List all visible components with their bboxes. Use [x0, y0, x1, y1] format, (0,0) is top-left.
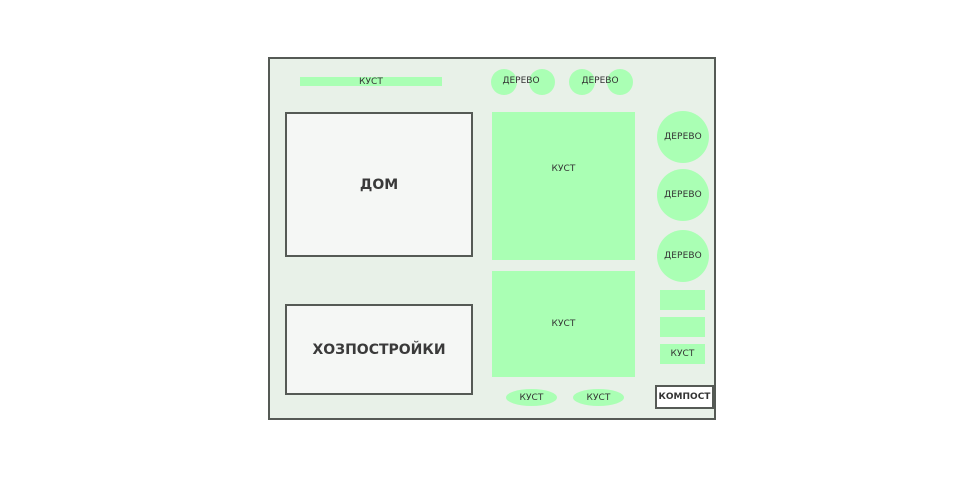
bottom-shrub-1: КУСТ — [506, 389, 557, 406]
side-tree-1: ДЕРЕВО — [657, 111, 709, 163]
tree-top-2b — [607, 69, 633, 95]
side-tree-3-label: ДЕРЕВО — [664, 251, 702, 261]
bottom-shrub-2-label: КУСТ — [586, 392, 611, 403]
house-label: ДОМ — [359, 176, 399, 193]
shrub-bed-bottom: КУСТ — [492, 271, 635, 377]
compost: КОМПОСТ — [655, 385, 714, 409]
side-tree-3: ДЕРЕВО — [657, 230, 709, 282]
bottom-shrub-1-label: КУСТ — [519, 392, 544, 403]
tree-top-1a — [491, 69, 517, 95]
garden-plot: КУСТ ДЕРЕВО ДЕРЕВО ДОМ ХОЗПОСТРОЙКИ КУСТ… — [268, 57, 716, 420]
side-tree-2-label: ДЕРЕВО — [664, 190, 702, 200]
shrub-bed-bottom-label: КУСТ — [551, 319, 576, 329]
small-shrub-label: КУСТ — [670, 349, 695, 359]
shrub-bed-top: КУСТ — [492, 112, 635, 260]
compost-label: КОМПОСТ — [658, 392, 711, 402]
bottom-shrub-2: КУСТ — [573, 389, 624, 406]
small-shrub: КУСТ — [660, 344, 705, 364]
top-shrub-label: КУСТ — [358, 76, 384, 87]
outbuildings-label: ХОЗПОСТРОЙКИ — [312, 341, 446, 358]
small-bed-1 — [660, 290, 705, 310]
outbuildings: ХОЗПОСТРОЙКИ — [285, 304, 473, 395]
tree-top-2-label: ДЕРЕВО — [581, 76, 619, 86]
house: ДОМ — [285, 112, 473, 257]
tree-top-1b — [529, 69, 555, 95]
top-shrub-strip: КУСТ — [300, 76, 442, 87]
tree-top-1-label: ДЕРЕВО — [502, 76, 540, 86]
side-tree-1-label: ДЕРЕВО — [664, 132, 702, 142]
shrub-bed-top-label: КУСТ — [551, 164, 576, 174]
small-bed-2 — [660, 317, 705, 337]
side-tree-2: ДЕРЕВО — [657, 169, 709, 221]
tree-top-2a — [569, 69, 595, 95]
